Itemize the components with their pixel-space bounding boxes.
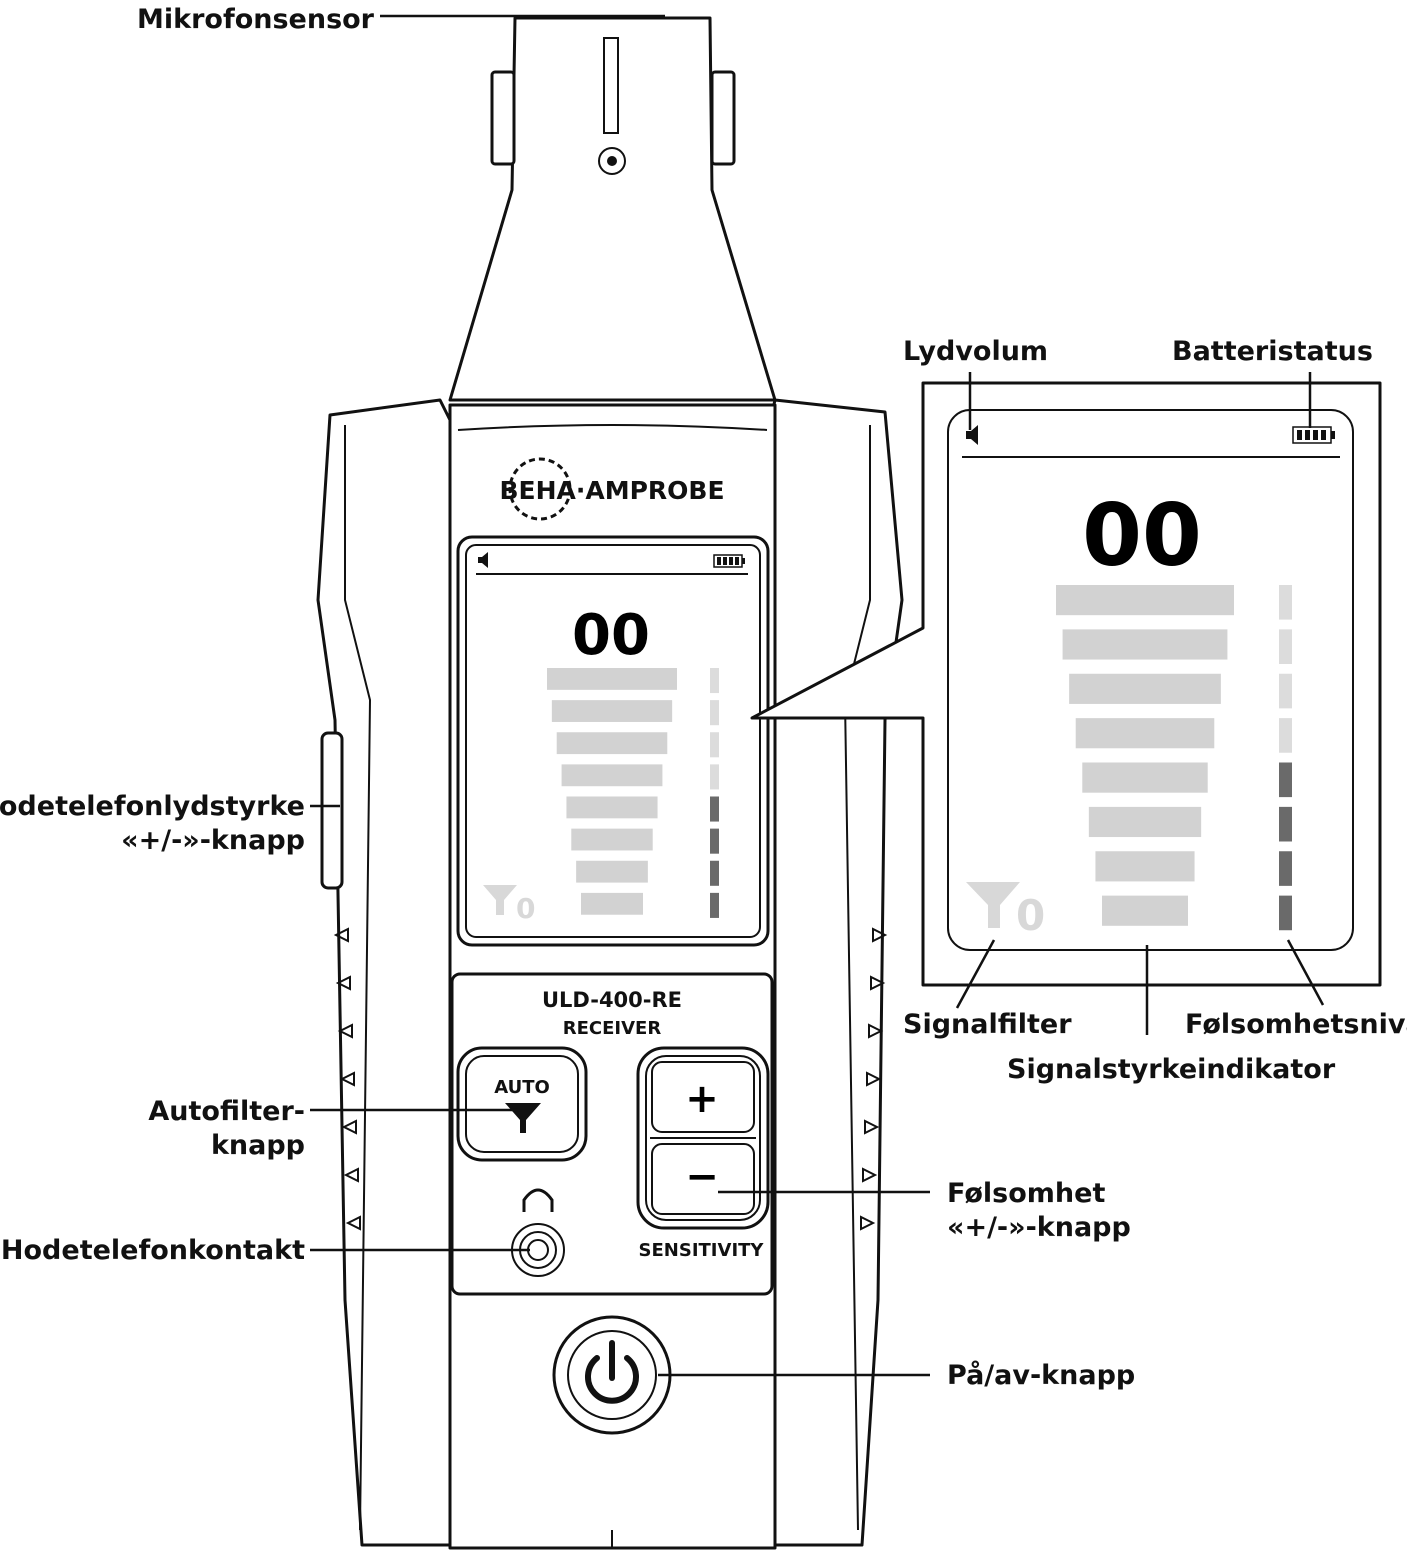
label-autofilter-1: Autofilter-: [148, 1096, 305, 1127]
signal-bar-small: [547, 668, 677, 690]
screen-reading: 00: [572, 603, 650, 668]
model-name: ULD-400-RE: [542, 988, 682, 1012]
label-lydvolum: Lydvolum: [903, 336, 1048, 367]
signal-bar-zoom: [1102, 895, 1188, 926]
signal-bar-small: [571, 828, 653, 851]
filter-icon-zoom: [966, 882, 1020, 928]
plus-symbol: +: [685, 1076, 719, 1122]
signal-bar-small: [556, 732, 668, 755]
sensitivity-segment-zoom: [1279, 585, 1292, 620]
auto-button-label: AUTO: [494, 1077, 550, 1098]
signal-bar-zoom: [1095, 851, 1195, 882]
microphone-sensor: [448, 16, 777, 402]
label-hodetelefonkontakt: Hodetelefonkontakt: [1, 1235, 305, 1266]
callout-labels: Mikrofonsensor Lydvolum Batteristatus Ho…: [0, 4, 1407, 1391]
label-signalstyrkeindikator: Signalstyrkeindikator: [1007, 1054, 1336, 1085]
sensitivity-segment-zoom: [1279, 629, 1292, 664]
brand-name: BEHA·AMPROBE: [499, 476, 724, 505]
label-hodetelefon-volum-1: Hodetelefonlydstyrke: [0, 791, 305, 822]
sensitivity-level-small: [710, 668, 719, 918]
signal-bar-zoom: [1069, 673, 1221, 704]
sensitivity-segment-small: [710, 764, 719, 790]
filter-value-zoom: 0: [1016, 891, 1045, 940]
label-hodetelefon-volum-2: «+/-»-knapp: [121, 825, 305, 856]
brand-logo: BEHA·AMPROBE: [499, 457, 725, 521]
sensitivity-segment-small: [710, 796, 719, 822]
signal-bar-zoom: [1062, 629, 1228, 660]
label-signalfilter: Signalfilter: [903, 1009, 1072, 1040]
sensitivity-segment-zoom: [1279, 895, 1292, 931]
auto-filter-button[interactable]: AUTO: [456, 1046, 588, 1162]
speaker-icon-zoom: [966, 425, 978, 445]
sensitivity-segment-small: [710, 668, 719, 694]
signal-bar-zoom: [1075, 718, 1215, 749]
left-grip-notches: [333, 927, 361, 1231]
signal-bar-small: [561, 764, 663, 787]
right-grip-notches: [860, 927, 888, 1231]
gear-logo-icon: [508, 457, 572, 521]
label-folsomhet-2: «+/-»-knapp: [947, 1212, 1131, 1243]
label-batteristatus: Batteristatus: [1172, 336, 1373, 367]
sensitivity-segment-zoom: [1279, 718, 1292, 753]
minus-symbol: −: [685, 1154, 719, 1200]
speaker-icon: [478, 552, 488, 568]
battery-icon: [713, 554, 745, 568]
sensitivity-segment-zoom: [1279, 806, 1292, 842]
signal-strength-bars-zoom: [1056, 585, 1234, 926]
sensitivity-segment-small: [710, 700, 719, 726]
signal-bar-zoom: [1082, 762, 1208, 793]
signal-bar-zoom: [1056, 585, 1234, 616]
device-screen: 00 0: [456, 535, 770, 947]
power-icon: [585, 1340, 639, 1404]
zoom-reading: 00: [1082, 486, 1202, 586]
signal-bar-small: [551, 700, 673, 722]
sensitivity-segment-zoom: [1279, 762, 1292, 798]
sensitivity-label: SENSITIVITY: [639, 1240, 765, 1261]
signal-bar-zoom: [1088, 806, 1202, 838]
sensitivity-level-zoom: [1279, 585, 1292, 931]
filter-icon: [483, 885, 517, 915]
signal-bar-small: [566, 796, 658, 819]
control-panel: ULD-400-RE RECEIVER AUTO + − SENSITIVITY: [450, 972, 774, 1296]
headphone-volume-rocker[interactable]: [320, 731, 344, 890]
signal-strength-bars-small: [547, 668, 677, 915]
label-mikrofonsensor: Mikrofonsensor: [137, 4, 375, 35]
headphones-icon: [522, 1188, 554, 1212]
leader-lines: [310, 14, 1325, 1377]
signal-bar-small: [581, 892, 643, 915]
label-folsomhetsniva: Følsomhetsnivå: [1185, 1008, 1407, 1040]
sensitivity-segment-zoom: [1279, 851, 1292, 886]
sensitivity-segment-small: [710, 892, 719, 918]
sensitivity-rocker: + −: [636, 1046, 770, 1230]
battery-icon-zoom: [1292, 426, 1335, 444]
signal-bar-small: [576, 860, 648, 883]
model-subtitle: RECEIVER: [563, 1018, 662, 1039]
sensitivity-segment-small: [710, 860, 719, 886]
sensitivity-segment-small: [710, 828, 719, 854]
zoom-callout: 00 0: [750, 381, 1382, 987]
sensitivity-plus-button[interactable]: [651, 1061, 755, 1133]
sensitivity-minus-button[interactable]: [651, 1143, 755, 1215]
filter-value-small: 0: [516, 892, 535, 925]
sensitivity-segment-zoom: [1279, 673, 1292, 709]
label-autofilter-2: knapp: [211, 1130, 305, 1161]
power-button[interactable]: [552, 1315, 672, 1435]
label-paav: På/av-knapp: [947, 1359, 1135, 1391]
label-folsomhet-1: Følsomhet: [947, 1178, 1105, 1209]
sensitivity-segment-small: [710, 732, 719, 758]
